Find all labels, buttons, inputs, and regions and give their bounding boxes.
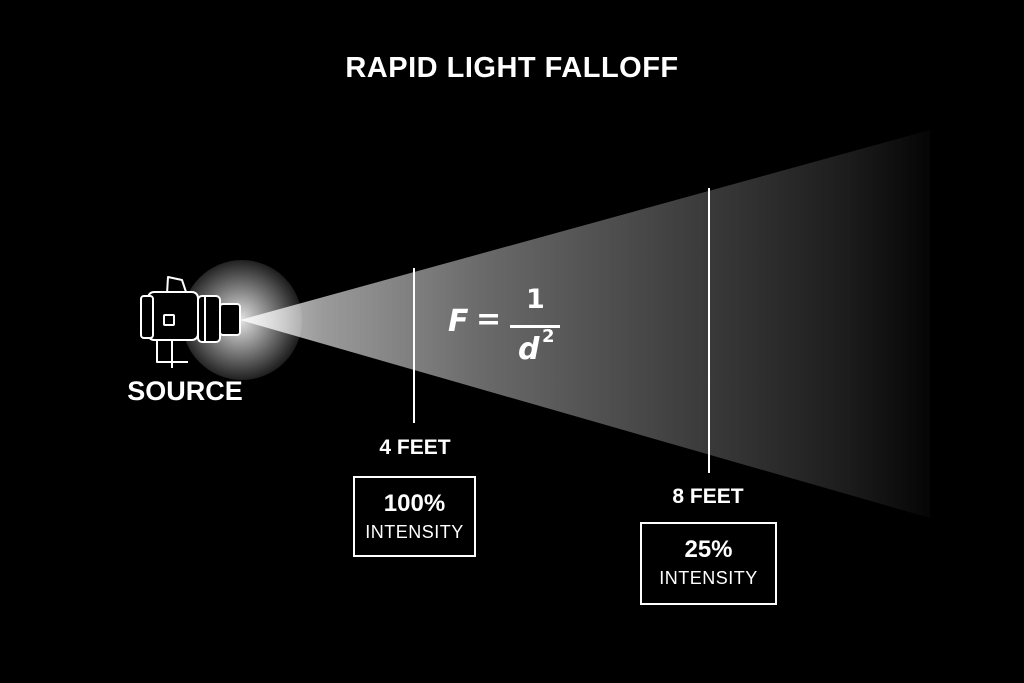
diagram-title: RAPID LIGHT FALLOFF	[345, 52, 679, 84]
distance-label-8ft: 8 FEET	[672, 485, 744, 508]
intensity-label: INTENSITY	[365, 522, 464, 542]
intensity-label: INTENSITY	[659, 568, 758, 588]
spotlight-icon	[140, 276, 241, 368]
intensity-value: 100%	[383, 490, 446, 517]
formula-exponent: 2	[542, 326, 555, 347]
inverse-square-formula: F = 1 d 2	[448, 284, 578, 370]
formula-equals: =	[476, 302, 502, 337]
beam-glow	[182, 260, 302, 380]
formula-fraction-bar	[510, 325, 560, 328]
intensity-box-4ft: 100% INTENSITY	[353, 476, 476, 557]
formula-lhs: F	[448, 304, 469, 339]
source-label: SOURCE	[127, 376, 243, 406]
distance-label-4ft: 4 FEET	[379, 436, 451, 459]
intensity-box-8ft: 25% INTENSITY	[640, 522, 777, 605]
formula-numerator: 1	[526, 284, 545, 315]
formula-denominator: d	[518, 332, 540, 367]
intensity-value: 25%	[684, 536, 733, 563]
light-beam	[240, 130, 930, 518]
